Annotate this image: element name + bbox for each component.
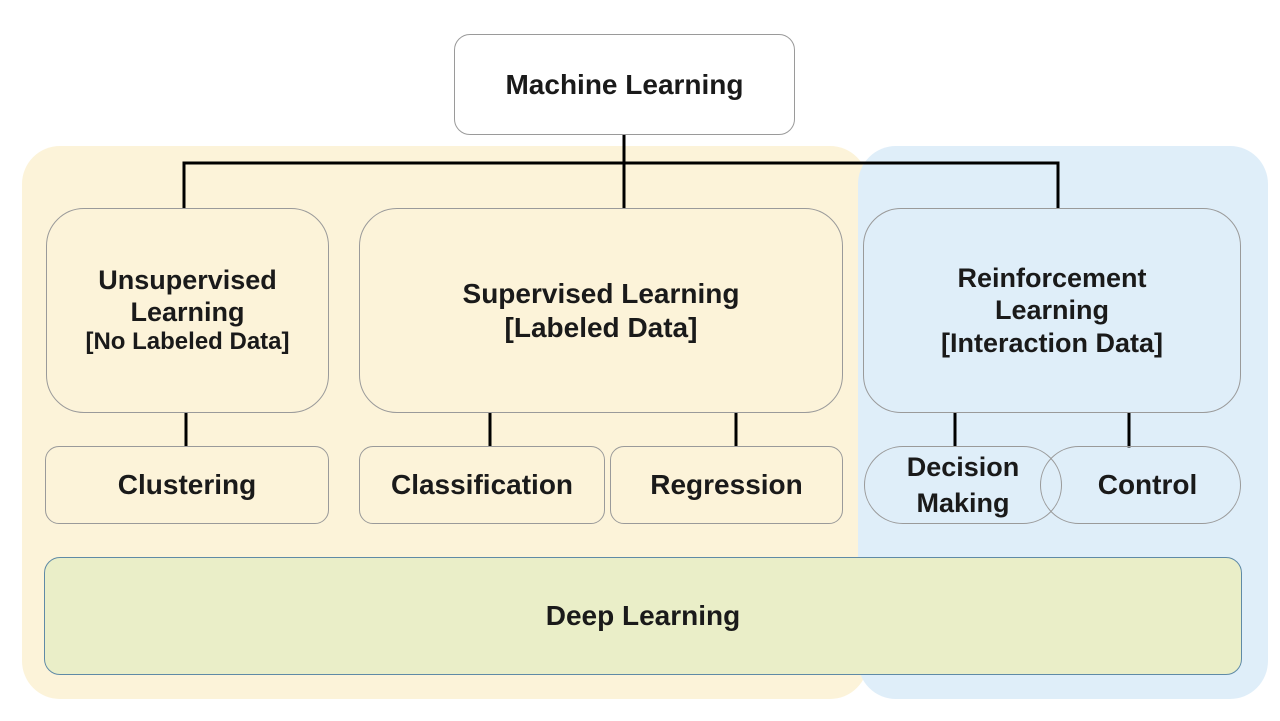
machine-learning-label: Machine Learning — [505, 68, 744, 100]
reinforcement-label-line2: Learning — [994, 295, 1109, 326]
regression-node: Regression — [610, 446, 843, 524]
unsupervised-label-line1: Unsupervised — [98, 264, 277, 295]
decision-making-node: Decision Making — [864, 446, 1062, 524]
control-label: Control — [1097, 469, 1198, 501]
clustering-label: Clustering — [117, 469, 257, 501]
supervised-learning-node: Supervised Learning [Labeled Data] — [359, 208, 843, 413]
control-node: Control — [1040, 446, 1241, 524]
regression-label: Regression — [650, 469, 803, 501]
reinforcement-label-line1: Reinforcement — [957, 262, 1147, 293]
machine-learning-node: Machine Learning — [454, 34, 795, 135]
decision-label-line1: Decision — [906, 451, 1020, 482]
clustering-node: Clustering — [45, 446, 329, 524]
classification-label: Classification — [390, 469, 574, 501]
supervised-label-line2: [Labeled Data] — [504, 311, 698, 343]
unsupervised-learning-node: Unsupervised Learning [No Labeled Data] — [46, 208, 329, 413]
deep-learning-node: Deep Learning — [44, 557, 1242, 675]
supervised-label-line1: Supervised Learning — [462, 277, 740, 309]
decision-label-line2: Making — [916, 488, 1010, 518]
unsupervised-label-line3: [No Labeled Data] — [85, 328, 290, 356]
classification-node: Classification — [359, 446, 605, 524]
reinforcement-learning-node: Reinforcement Learning [Interaction Data… — [863, 208, 1241, 413]
deep-learning-label: Deep Learning — [545, 600, 741, 632]
unsupervised-label-line2: Learning — [130, 297, 245, 328]
reinforcement-label-line3: [Interaction Data] — [940, 327, 1164, 358]
